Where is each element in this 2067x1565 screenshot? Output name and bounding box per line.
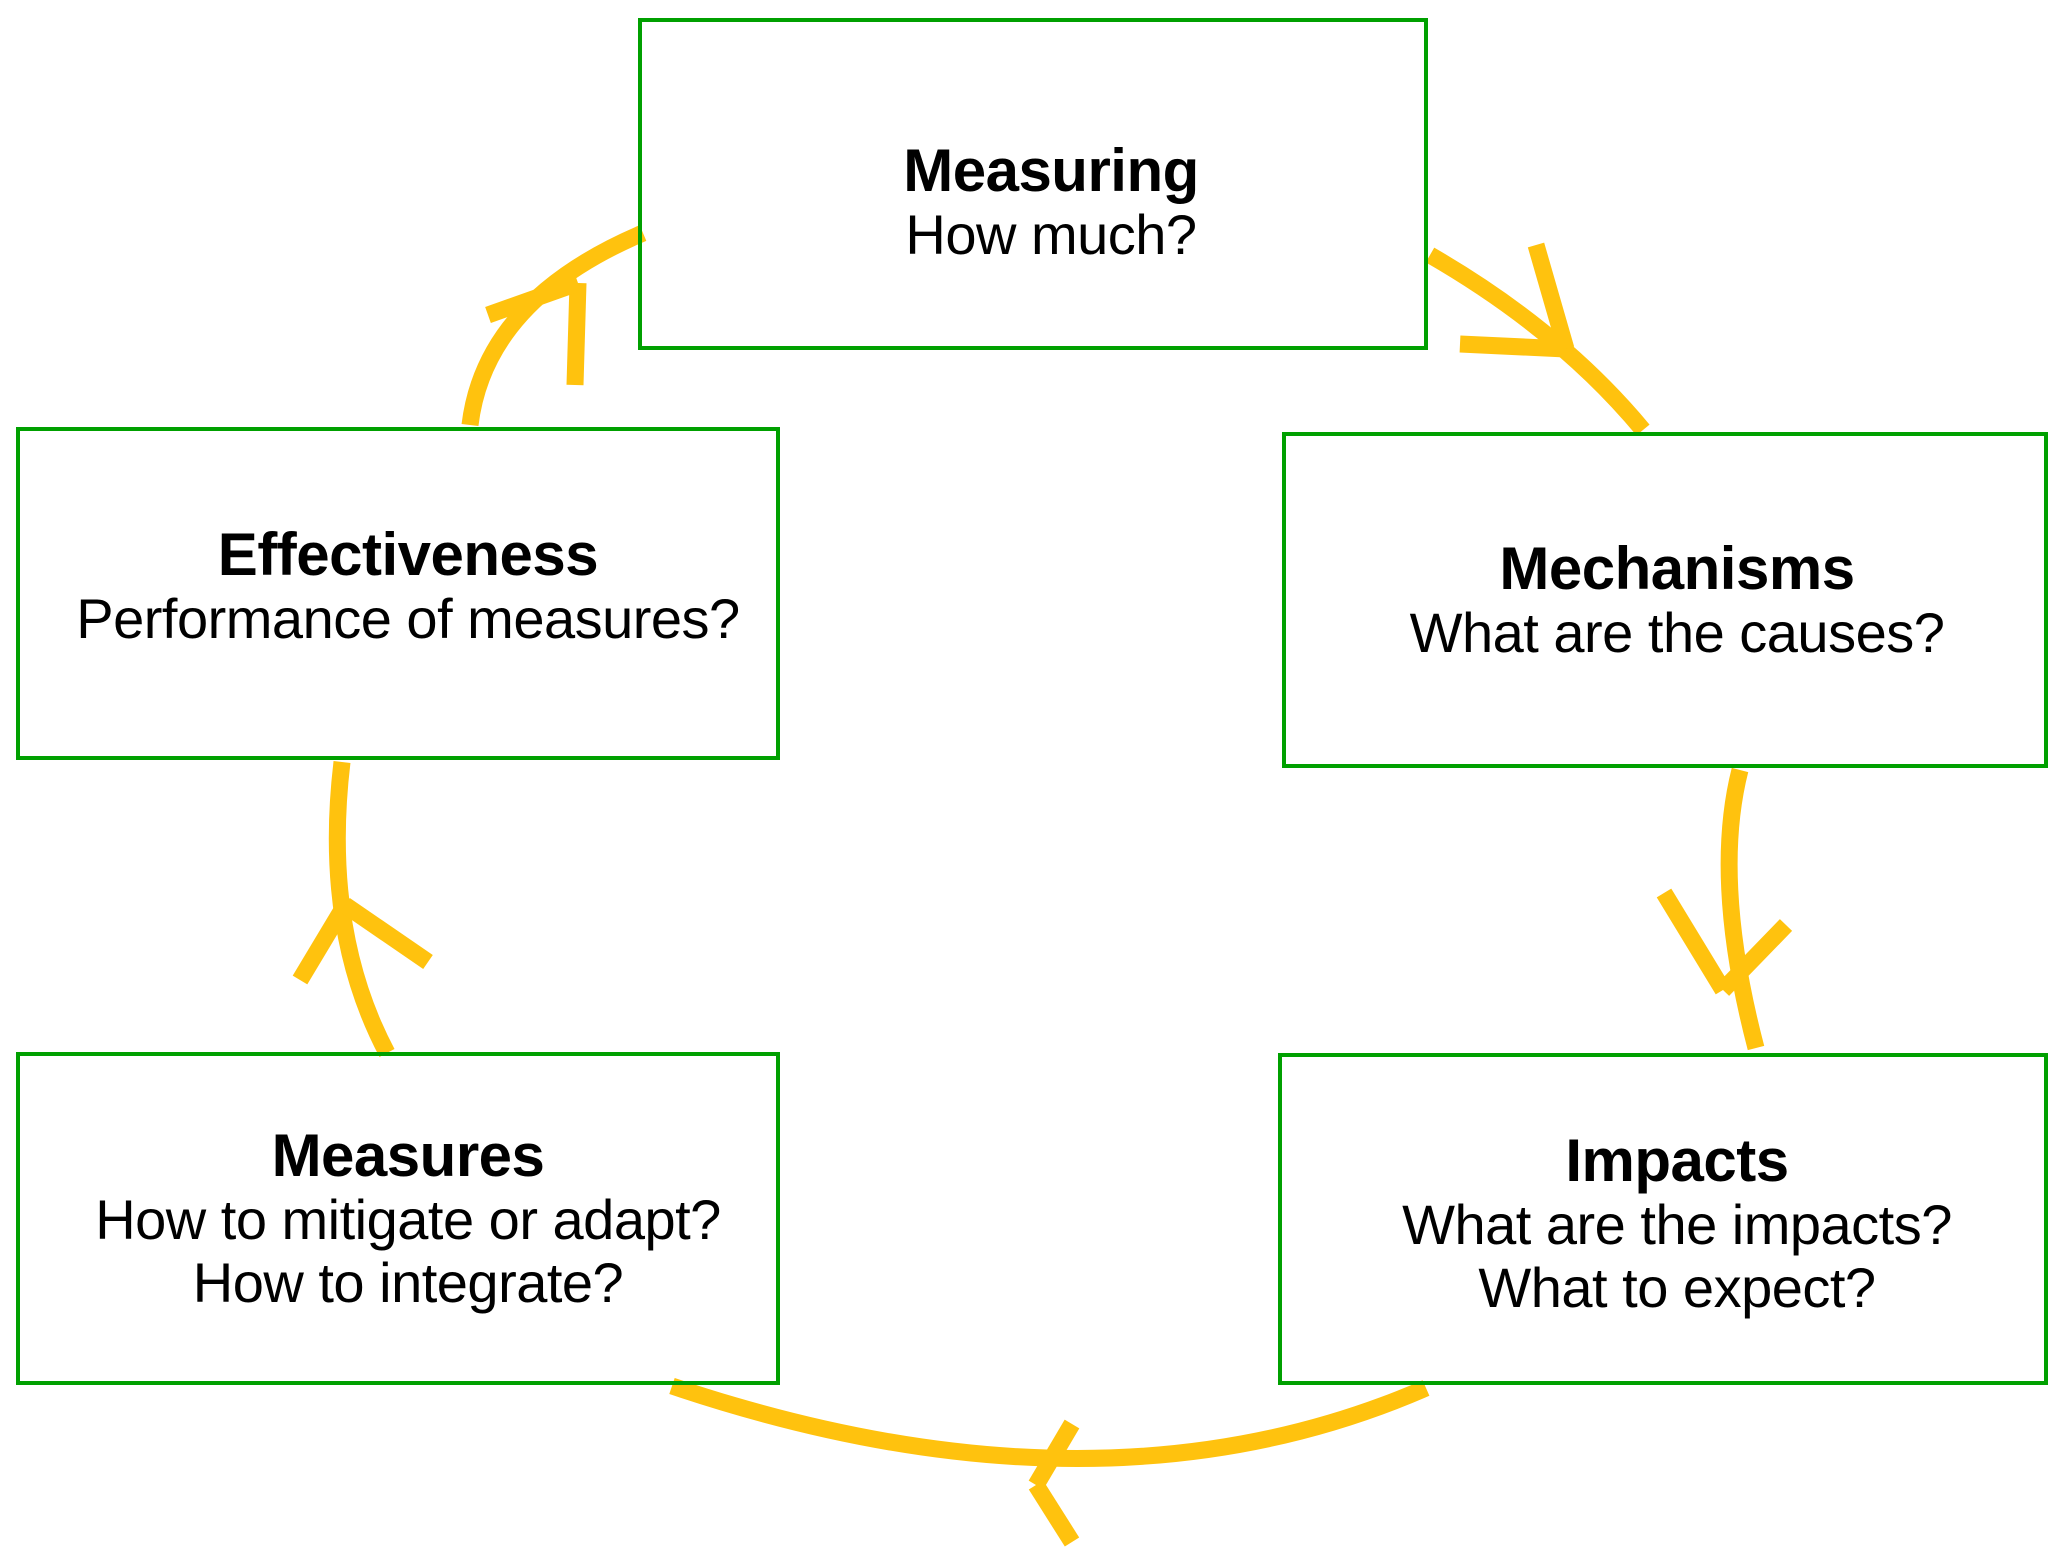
node-box-impacts[interactable]: Impacts What are the impacts? What to ex… xyxy=(1278,1053,2048,1385)
node-subtitle-effectiveness-line-1: Performance of measures? xyxy=(76,586,740,650)
node-text-measuring: Measuring How much? xyxy=(903,137,1199,267)
node-box-mechanisms[interactable]: Mechanisms What are the causes? xyxy=(1282,432,2048,768)
node-subtitle-mechanisms-line-1: What are the causes? xyxy=(1409,601,1945,665)
arrow-measuring-to-mechanisms xyxy=(1425,242,1650,436)
arrow-effectiveness-to-measuring xyxy=(461,225,647,427)
arrow-impacts-to-measures xyxy=(669,1377,1430,1547)
node-box-effectiveness[interactable]: Effectiveness Performance of measures? xyxy=(16,427,780,760)
node-box-measures[interactable]: Measures How to mitigate or adapt? How t… xyxy=(16,1052,780,1385)
node-title-effectiveness: Effectiveness xyxy=(217,520,599,588)
arrow-measures-to-effectiveness xyxy=(292,760,433,1057)
node-title-mechanisms: Mechanisms xyxy=(1499,535,1855,603)
node-text-effectiveness: Effectiveness Performance of measures? xyxy=(76,520,740,651)
node-subtitle-impacts-line-1: What are the impacts? xyxy=(1402,1192,1952,1256)
node-text-measures: Measures How to mitigate or adapt? How t… xyxy=(95,1122,721,1315)
node-title-measures: Measures xyxy=(271,1122,545,1190)
node-box-measuring[interactable]: Measuring How much? xyxy=(638,18,1428,350)
node-subtitle-measures-line-1: How to mitigate or adapt? xyxy=(95,1188,721,1252)
node-title-measuring: Measuring xyxy=(903,137,1199,205)
node-subtitle-impacts-line-2: What to expect? xyxy=(1478,1255,1876,1319)
node-text-mechanisms: Mechanisms What are the causes? xyxy=(1410,535,1945,665)
node-title-impacts: Impacts xyxy=(1565,1126,1789,1194)
node-text-impacts: Impacts What are the impacts? What to ex… xyxy=(1402,1127,1952,1320)
node-subtitle-measures-line-2: How to integrate? xyxy=(192,1251,624,1315)
node-subtitle-measuring-line-1: How much? xyxy=(905,203,1197,267)
arrow-mechanisms-to-impacts xyxy=(1656,767,1793,1051)
